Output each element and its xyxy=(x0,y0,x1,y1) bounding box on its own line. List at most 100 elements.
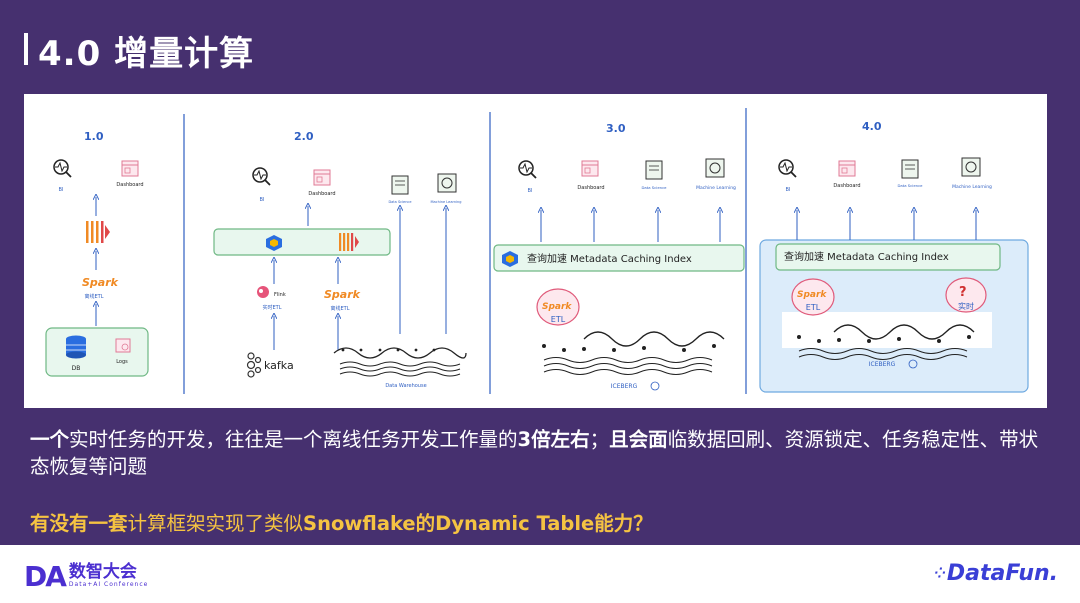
v1-etl-label: 离线ETL xyxy=(85,293,104,300)
page-title: 4.0 增量计算 xyxy=(38,34,255,74)
question-emph-2: Snowflake的Dynamic Table能力？ xyxy=(303,512,653,535)
logs-icon xyxy=(115,338,131,353)
v3-iceberg-label: ICEBERG xyxy=(611,383,638,390)
kylin-icon xyxy=(502,251,518,267)
title-accent-bar xyxy=(24,33,28,65)
v4-ds-label: Data Science xyxy=(898,183,924,188)
v2-dw-label: Data Warehouse xyxy=(385,383,426,389)
v2-realtime-etl-label: 实时ETL xyxy=(263,304,282,311)
v2-realtime-box xyxy=(213,228,391,256)
footer: DA 数智大会 Data+AI Conference ⁘ DataFun. xyxy=(0,545,1080,603)
body-text-3: 临数据回刷、资源锁定、任务稳定性、带状态恢复等问题 xyxy=(30,428,1039,478)
v1-source-box xyxy=(45,327,149,377)
v1-label: 1.0 xyxy=(84,130,104,143)
v3-spark-etl-badge: Spark ETL xyxy=(536,288,580,326)
question-emph-1: 有没有一套 xyxy=(30,512,128,535)
section-v2: 2.0 BI Dashboard Data Science Machine Le… xyxy=(213,130,467,389)
body-emph-3: 且会面 xyxy=(609,428,668,451)
v4-storage-area xyxy=(782,312,992,348)
machine-learning-icon xyxy=(961,157,981,177)
v4-accel-bar xyxy=(775,243,1001,271)
datafun-logo: ⁘ DataFun. xyxy=(934,561,1058,586)
iceberg-icon xyxy=(908,359,918,369)
logo-text: 数智大会 Data+AI Conference xyxy=(69,563,148,589)
bi-icon xyxy=(778,159,797,178)
v4-dashboard-label: Dashboard xyxy=(833,183,860,189)
bi-icon xyxy=(518,160,537,179)
machine-learning-icon xyxy=(437,173,457,193)
v1-logs-label: Logs xyxy=(116,359,128,365)
v1-bi-label: BI xyxy=(59,187,64,193)
data-science-icon xyxy=(391,175,409,195)
data-warehouse-waves xyxy=(333,347,467,377)
v3-etl-label: ETL xyxy=(551,315,566,324)
section-v4: 4.0 BI Dashboard Data Science Machine Le… xyxy=(759,120,1029,393)
v2-bi-label: BI xyxy=(260,197,265,203)
v3-dashboard-label: Dashboard xyxy=(577,185,604,191)
logo-cn-text: 数智大会 xyxy=(68,562,137,582)
kylin-icon xyxy=(266,235,282,251)
spark-logo: Spark xyxy=(542,302,572,312)
v3-ds-label: Data Science xyxy=(642,185,668,190)
v4-ml-label: Machine Learning xyxy=(952,184,992,190)
v4-iceberg-label: ICEBERG xyxy=(869,361,896,368)
dashboard-icon xyxy=(838,160,856,177)
v3-bi-label: BI xyxy=(528,188,533,194)
iceberg-waves xyxy=(542,331,725,375)
body-text-1: 实时任务的开发，往往是一个离线任务开发工作量的 xyxy=(69,428,518,451)
v3-accel-bar xyxy=(493,244,745,272)
v4-realtime-label: 实时 xyxy=(958,301,974,311)
bi-icon xyxy=(252,167,271,186)
datafun-logo-text: DataFun. xyxy=(946,561,1058,586)
section-v3: 3.0 BI Dashboard Data Science Machine Le… xyxy=(493,122,745,391)
v2-kafka-label: kafka xyxy=(264,359,294,372)
spark-logo: Spark xyxy=(797,290,827,300)
question-icon: ? xyxy=(959,285,967,300)
kafka-icon xyxy=(246,352,262,378)
spark-logo: Spark xyxy=(324,288,361,301)
body-text-2: ； xyxy=(589,428,610,451)
iceberg-icon xyxy=(650,381,660,391)
section-v1: 1.0 BI Dashboard Spark 离线ETL xyxy=(45,130,149,377)
bi-icon xyxy=(53,159,72,178)
v2-ds-label: Data Science xyxy=(388,200,411,204)
v2-ml-label: Machine Learning xyxy=(431,200,462,204)
iceberg-waves xyxy=(797,324,975,360)
v4-label: 4.0 xyxy=(862,120,882,133)
v3-accel-text: 查询加速 Metadata Caching Index xyxy=(527,252,692,265)
datafun-dots-icon: ⁘ xyxy=(934,565,946,582)
question-line: 有没有一套计算框架实现了类似Snowflake的Dynamic Table能力？ xyxy=(30,507,653,536)
spark-logo: Spark xyxy=(82,276,119,289)
machine-learning-icon xyxy=(705,158,725,178)
architecture-diagram: 1.0 BI Dashboard Spark 离线ETL xyxy=(24,94,1047,408)
v2-dashboard-label: Dashboard xyxy=(308,191,335,197)
data-science-icon xyxy=(645,160,663,180)
v4-spark-etl-badge: Spark ETL xyxy=(791,278,835,316)
conference-logo: DA 数智大会 Data+AI Conference xyxy=(24,560,148,593)
stream-icon xyxy=(339,233,359,251)
v2-offline-etl-label: 离线ETL xyxy=(331,305,350,312)
v1-db-label: DB xyxy=(72,365,81,372)
data-science-icon xyxy=(901,159,919,179)
v1-dashboard-label: Dashboard xyxy=(116,182,143,188)
v3-ml-label: Machine Learning xyxy=(696,185,736,191)
database-icon xyxy=(66,335,86,359)
logo-en-text: Data+AI Conference xyxy=(68,581,149,588)
v4-realtime-badge: ? 实时 xyxy=(945,277,987,313)
v2-flink-label: Flink xyxy=(274,292,286,298)
v3-label: 3.0 xyxy=(606,122,626,135)
v4-bi-label: BI xyxy=(786,187,791,193)
body-emph-2: 3倍左右 xyxy=(517,428,590,451)
dashboard-icon xyxy=(121,160,139,177)
v2-label: 2.0 xyxy=(294,130,314,143)
body-paragraph: 一个实时任务的开发，往往是一个离线任务开发工作量的3倍左右；且会面临数据回刷、资… xyxy=(30,426,1050,480)
stream-icon xyxy=(86,221,110,243)
question-text: 计算框架实现了类似 xyxy=(127,512,304,535)
dashboard-icon xyxy=(581,160,599,177)
v4-accel-text: 查询加速 Metadata Caching Index xyxy=(784,250,949,263)
logo-da-mark: DA xyxy=(24,559,67,593)
flink-icon xyxy=(257,286,269,298)
body-emph-1: 一个 xyxy=(30,428,70,451)
v4-etl-label: ETL xyxy=(806,303,821,312)
dashboard-icon xyxy=(313,169,331,186)
